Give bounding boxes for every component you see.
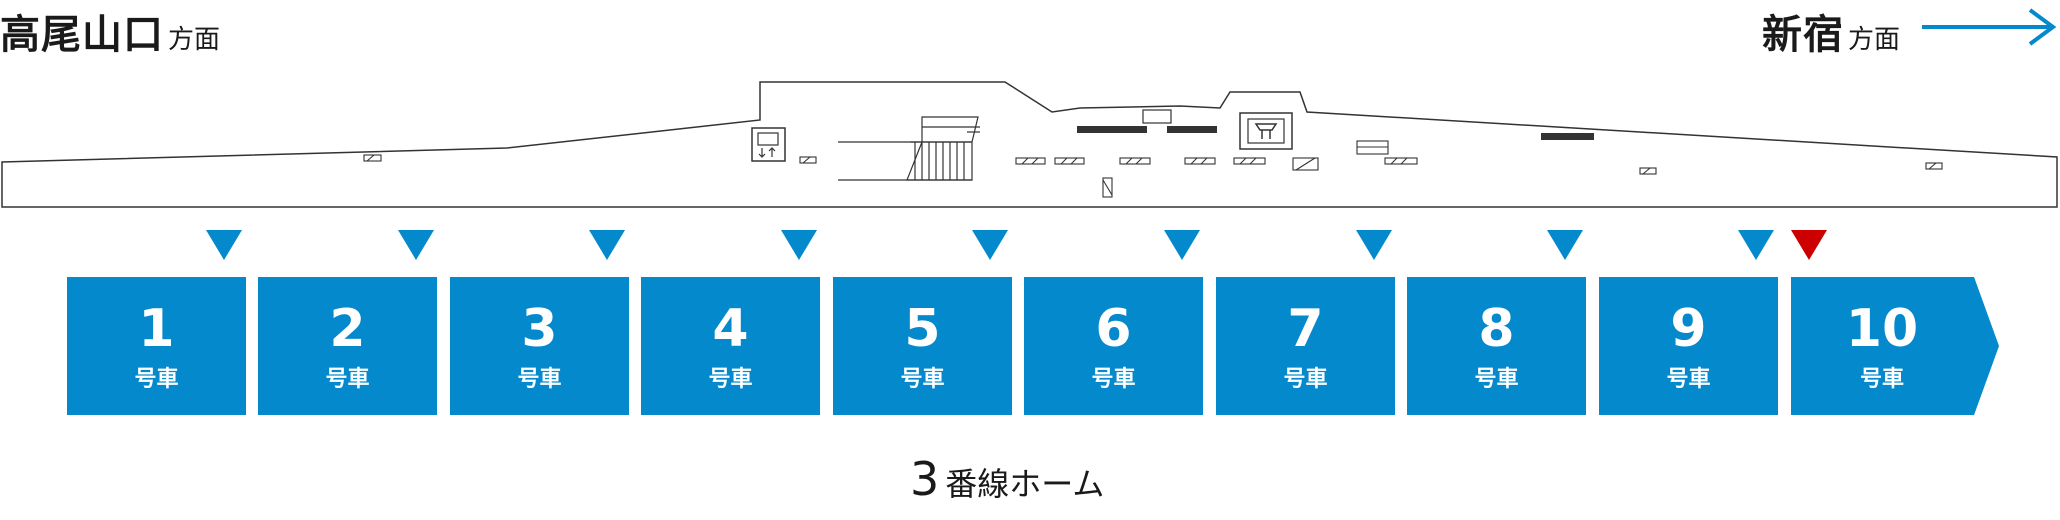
car-unit: 号車 [1091,367,1136,392]
arrow-right-icon [1922,8,2057,46]
small-benches [363,140,1943,198]
car-1: 1 号車 [67,277,246,415]
car-3: 3 号車 [450,277,629,415]
restroom-icon [1239,112,1293,150]
car-number: 1 [138,299,175,359]
platform-number: 3 [910,452,940,506]
direction-right-name: 新宿 [1762,12,1844,58]
platform-outline [1,81,2058,208]
car-marker [589,230,625,260]
car-7: 7 号車 [1216,277,1395,415]
car-marker [1164,230,1200,260]
car-unit: 号車 [517,367,562,392]
car-number: 9 [1670,299,1707,359]
car-2: 2 号車 [258,277,437,415]
car-9: 9 号車 [1599,277,1778,415]
bench-bars [1077,126,1594,140]
kiosk-icon [1142,109,1172,124]
car-number: 5 [904,299,941,359]
car-marker [1356,230,1392,260]
car-marker [1738,230,1774,260]
car-10: 10 号車 [1791,277,1999,415]
car-number: 2 [329,299,366,359]
stairs-icon [838,116,980,181]
car-unit: 号車 [900,367,945,392]
direction-left: 高尾山口方面 [0,2,220,60]
car-unit: 号車 [708,367,753,392]
car-5: 5 号車 [833,277,1012,415]
car-4: 4 号車 [641,277,820,415]
car-number: 3 [521,299,558,359]
car-unit: 号車 [325,367,370,392]
platform-label: 番線ホーム [945,465,1105,503]
direction-left-suffix: 方面 [168,25,221,55]
direction-right-suffix: 方面 [1848,25,1901,55]
car-number: 7 [1287,299,1324,359]
car-marker [206,230,242,260]
car-marker [398,230,434,260]
car-unit: 号車 [1859,367,1904,392]
car-number: 10 [1845,299,1919,359]
car-unit: 号車 [1474,367,1519,392]
current-position-marker [1791,230,1827,260]
car-marker [1547,230,1583,260]
car-marker [781,230,817,260]
car-unit: 号車 [1283,367,1328,392]
car-unit: 号車 [1666,367,1711,392]
car-marker [972,230,1008,260]
car-number: 8 [1478,299,1515,359]
direction-left-name: 高尾山口 [0,12,164,58]
car-unit: 号車 [134,367,179,392]
car-8: 8 号車 [1407,277,1586,415]
elevator-icon [751,127,786,162]
car-number: 6 [1095,299,1132,359]
car-number: 4 [712,299,749,359]
car-6: 6 号車 [1024,277,1203,415]
direction-right: 新宿方面 [1762,2,1900,60]
